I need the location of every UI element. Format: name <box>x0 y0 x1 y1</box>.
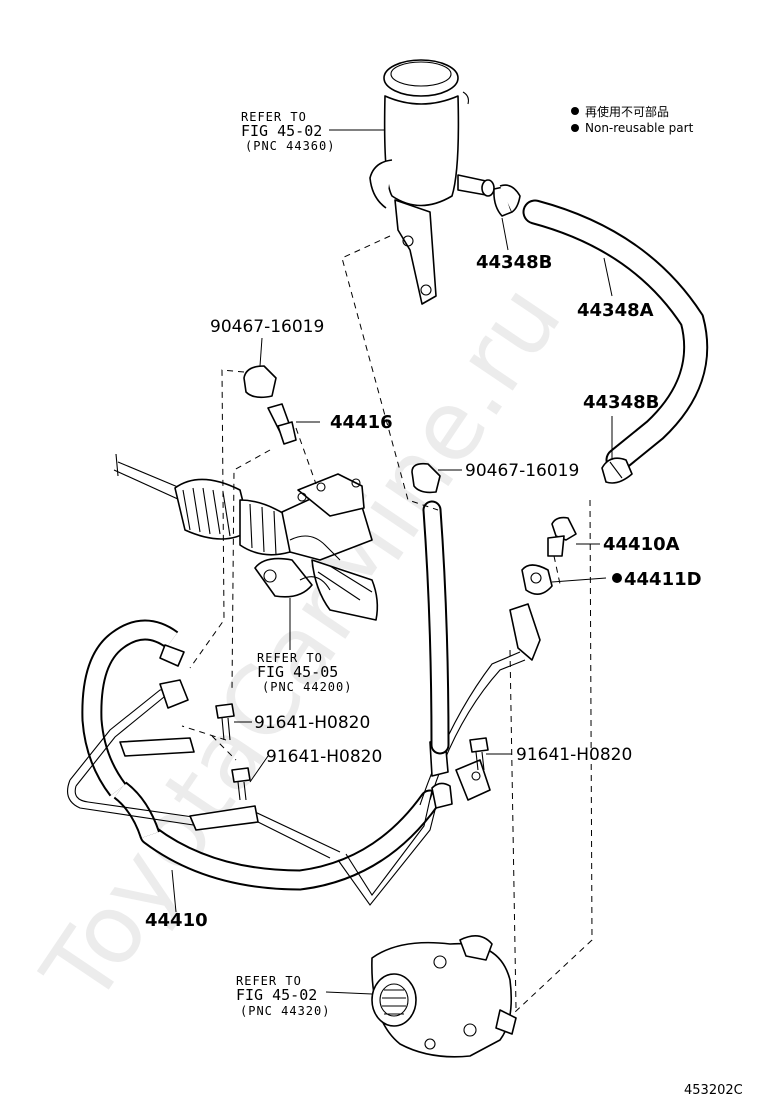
union-bolt-44410A <box>547 516 577 557</box>
label-44348A[interactable]: 44348A <box>577 300 654 321</box>
bolt-c <box>469 737 489 771</box>
reservoir-tank <box>369 59 495 305</box>
clip-mid <box>411 462 441 494</box>
ref-gear-line1: REFER TO <box>257 651 323 665</box>
label-44416[interactable]: 44416 <box>330 412 393 433</box>
gasket-44411D <box>521 564 553 595</box>
label-90467-mid[interactable]: 90467-16019 <box>465 461 579 481</box>
label-44410[interactable]: 44410 <box>145 910 208 931</box>
label-44348B-mid[interactable]: 44348B <box>583 392 659 413</box>
label-44410A[interactable]: 44410A <box>603 534 680 555</box>
legend-line-en: Non-reusable part <box>585 121 694 135</box>
pressure-hose-assembly <box>67 603 541 906</box>
leader-lines <box>171 129 613 995</box>
phantom-lines <box>181 235 593 1013</box>
label-90467-top[interactable]: 90467-16019 <box>210 317 324 337</box>
ref-pump-line1: REFER TO <box>236 974 302 988</box>
non-reusable-marker-icon <box>612 573 622 583</box>
label-44411D[interactable]: 44411D <box>624 569 702 590</box>
steering-gear-assembly <box>113 453 379 621</box>
ref-reservoir-line2: FIG 45-02 <box>241 122 322 140</box>
label-91641-c[interactable]: 91641-H0820 <box>516 745 632 765</box>
label-91641-a[interactable]: 91641-H0820 <box>254 713 370 733</box>
union-bolt-44416 <box>267 403 297 445</box>
bolt-b <box>231 767 251 801</box>
ref-reservoir-line3: (PNC 44360) <box>245 139 335 153</box>
figure-code: 453202C <box>684 1083 743 1098</box>
legend: 再使用不可部品 Non-reusable part <box>571 104 694 135</box>
non-reusable-bullet-icon <box>571 124 579 132</box>
ref-reservoir-line1: REFER TO <box>241 110 307 124</box>
legend-line-cn: 再使用不可部品 <box>585 104 669 119</box>
label-91641-b[interactable]: 91641-H0820 <box>266 747 382 767</box>
bolt-a <box>215 703 235 741</box>
ref-pump-line3: (PNC 44320) <box>240 1004 330 1018</box>
ref-gear: REFER TO FIG 45-05 (PNC 44200) <box>257 651 352 694</box>
ref-gear-line3: (PNC 44200) <box>262 680 352 694</box>
non-reusable-bullet-icon <box>571 107 579 115</box>
ref-reservoir: REFER TO FIG 45-02 (PNC 44360) <box>241 110 335 153</box>
ref-gear-line2: FIG 45-05 <box>257 663 338 681</box>
ref-pump: REFER TO FIG 45-02 (PNC 44320) <box>236 974 330 1018</box>
hose-clamp-top <box>493 184 521 217</box>
power-steering-pump <box>371 935 517 1058</box>
ref-pump-line2: FIG 45-02 <box>236 986 317 1004</box>
label-44348B-top[interactable]: 44348B <box>476 252 552 273</box>
hose-clamp-mid <box>601 457 633 484</box>
clip-top <box>243 365 277 399</box>
